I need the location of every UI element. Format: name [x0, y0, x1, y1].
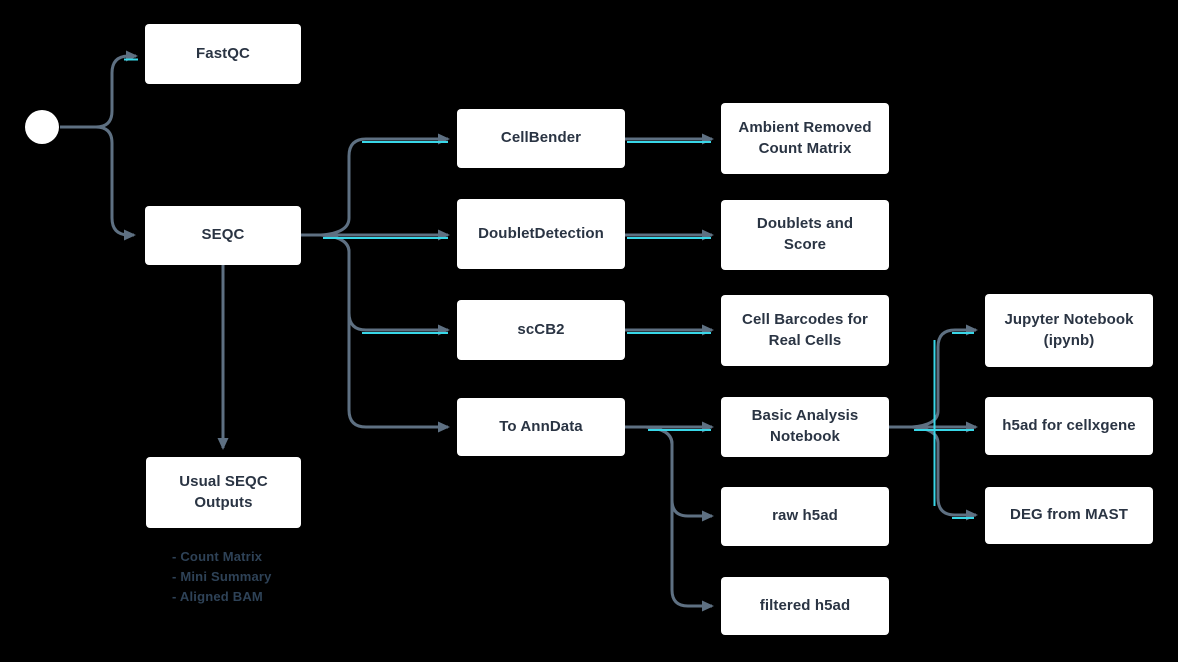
seqc-outputs-note-list: - Count Matrix - Mini Summary - Aligned BA…: [172, 547, 272, 607]
node-basic-analysis-label: Basic Analysis: [751, 407, 859, 425]
node-sccb2-label: scCB2: [517, 320, 565, 338]
node-seqc: SEQC: [145, 206, 301, 265]
node-basic-analysis-label: Notebook: [770, 428, 840, 445]
node-usual-seqc-outputs: Usual SEQC Outputs: [146, 457, 301, 528]
node-usual-seqc-outputs-label: Usual SEQC: [179, 472, 268, 490]
start-node-circle: [25, 110, 59, 144]
node-sccb2: scCB2: [457, 300, 625, 360]
node-deg-mast: DEG from MAST: [985, 487, 1153, 544]
node-cellbender-label: CellBender: [500, 129, 582, 147]
node-filtered-h5ad-label: filtered h5ad: [759, 596, 851, 614]
node-raw-h5ad-label: raw h5ad: [772, 507, 838, 525]
edge-start-fastqc: [95, 50, 138, 129]
node-to-anndata-label: To AnnData: [499, 417, 583, 435]
node-to-anndata: To AnnData: [457, 398, 625, 456]
node-h5ad-cellxgene-label: h5ad for cellxgene: [1002, 416, 1136, 434]
edge-basic-deg-mast: [911, 425, 978, 521]
node-h5ad-cellxgene: h5ad for cellxgene: [985, 397, 1153, 455]
node-jupyter-notebook-label: Jupyter Notebook: [1004, 310, 1134, 328]
edge-basic-jupyter: [911, 324, 978, 429]
edge-start-seqc: [95, 125, 136, 241]
node-jupyter-notebook: Jupyter Notebook (ipynb): [985, 294, 1153, 367]
node-ambient-removed-label: Count Matrix: [758, 139, 852, 157]
edge-toanndata-raw-h5ad: [645, 425, 714, 522]
node-fastqc: FastQC: [145, 24, 301, 84]
node-deg-mast-label: DEG from MAST: [1010, 506, 1128, 524]
note-item: - Mini Summary: [172, 569, 272, 584]
note-item: - Count Matrix: [172, 549, 263, 564]
node-doublets-and-score-label: Score: [783, 236, 827, 253]
node-doubletdetection: DoubletDetection: [457, 199, 625, 269]
node-filtered-h5ad: filtered h5ad: [721, 577, 889, 635]
node-cell-barcodes-label: Cell Barcodes for: [742, 310, 868, 328]
edge-seqc-sccb2: [320, 233, 450, 336]
node-jupyter-notebook-label: (ipynb): [1043, 331, 1095, 349]
node-cell-barcodes-label: Real Cells: [768, 331, 842, 349]
note-item: - Aligned BAM: [172, 589, 263, 604]
node-usual-seqc-outputs-label: Outputs: [194, 493, 253, 511]
node-fastqc-label: FastQC: [196, 44, 250, 62]
node-cellbender: CellBender: [457, 109, 625, 168]
edge-seqc-cellbender: [320, 133, 450, 237]
node-doubletdetection-label: DoubletDetection: [478, 224, 604, 242]
node-ambient-removed-label: Ambient Removed: [738, 118, 872, 136]
node-raw-h5ad: raw h5ad: [721, 487, 889, 546]
node-seqc-label: SEQC: [201, 226, 245, 244]
node-doublets-and-score-label: Doublets and: [756, 215, 854, 233]
